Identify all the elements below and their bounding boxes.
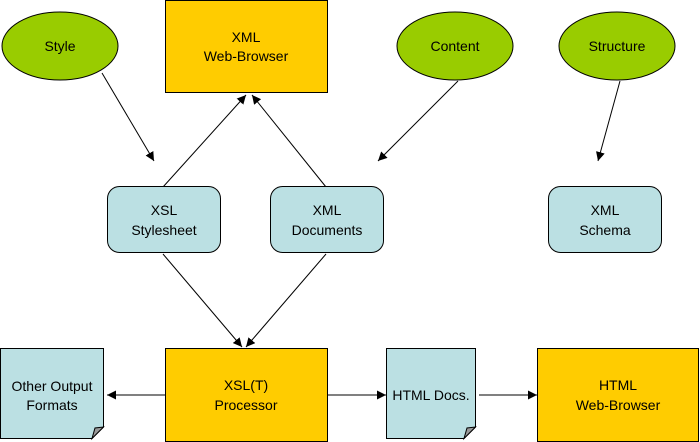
edge-content-to-xml-documents: [377, 80, 459, 162]
node-other-output: Other Output Formats: [0, 348, 105, 441]
node-xml-schema-line2: Schema: [579, 222, 631, 238]
node-xml-schema: XML Schema: [548, 186, 662, 253]
node-xml-documents-line2: Documents: [292, 222, 363, 238]
node-html-browser-line1: HTML: [599, 377, 637, 393]
node-content-label: Content: [430, 38, 479, 54]
node-xsl-stylesheet: XSL Stylesheet: [107, 186, 221, 253]
node-content: Content: [396, 11, 514, 81]
node-xml-schema-line1: XML: [591, 202, 620, 218]
node-xsl-stylesheet-line2: Stylesheet: [131, 222, 196, 238]
node-xsl-stylesheet-line1: XSL: [151, 202, 178, 218]
node-structure: Structure: [558, 11, 676, 81]
node-xml-browser-line2: Web-Browser: [204, 48, 289, 64]
node-html-docs-label: HTML Docs.: [392, 387, 469, 403]
node-xslt-processor: XSL(T) Processor: [165, 348, 328, 442]
edge-xsl-stylesheet-to-processor: [162, 253, 243, 348]
node-other-output-line2: Formats: [26, 397, 77, 413]
node-html-docs: HTML Docs.: [386, 348, 477, 441]
node-style-label: Style: [44, 38, 75, 54]
edge-xml-documents-to-xml-browser: [251, 94, 327, 188]
edge-xml-documents-to-processor: [245, 253, 327, 348]
node-html-browser: HTML Web-Browser: [537, 348, 699, 442]
node-structure-label: Structure: [589, 38, 646, 54]
node-style: Style: [1, 11, 119, 81]
edge-xsl-stylesheet-to-xml-browser: [162, 94, 247, 188]
node-xml-browser: XML Web-Browser: [165, 0, 328, 93]
node-xml-documents: XML Documents: [270, 186, 384, 253]
edge-style-to-xsl-stylesheet: [101, 72, 155, 162]
edges: [101, 72, 621, 400]
node-xml-documents-line1: XML: [313, 202, 342, 218]
node-html-browser-line2: Web-Browser: [576, 397, 661, 413]
node-xslt-processor-line2: Processor: [214, 397, 277, 413]
node-xslt-processor-line1: XSL(T): [224, 377, 268, 393]
node-other-output-line1: Other Output: [12, 378, 93, 394]
edge-structure-to-xml-schema: [596, 80, 621, 162]
node-xml-browser-line1: XML: [232, 29, 261, 45]
